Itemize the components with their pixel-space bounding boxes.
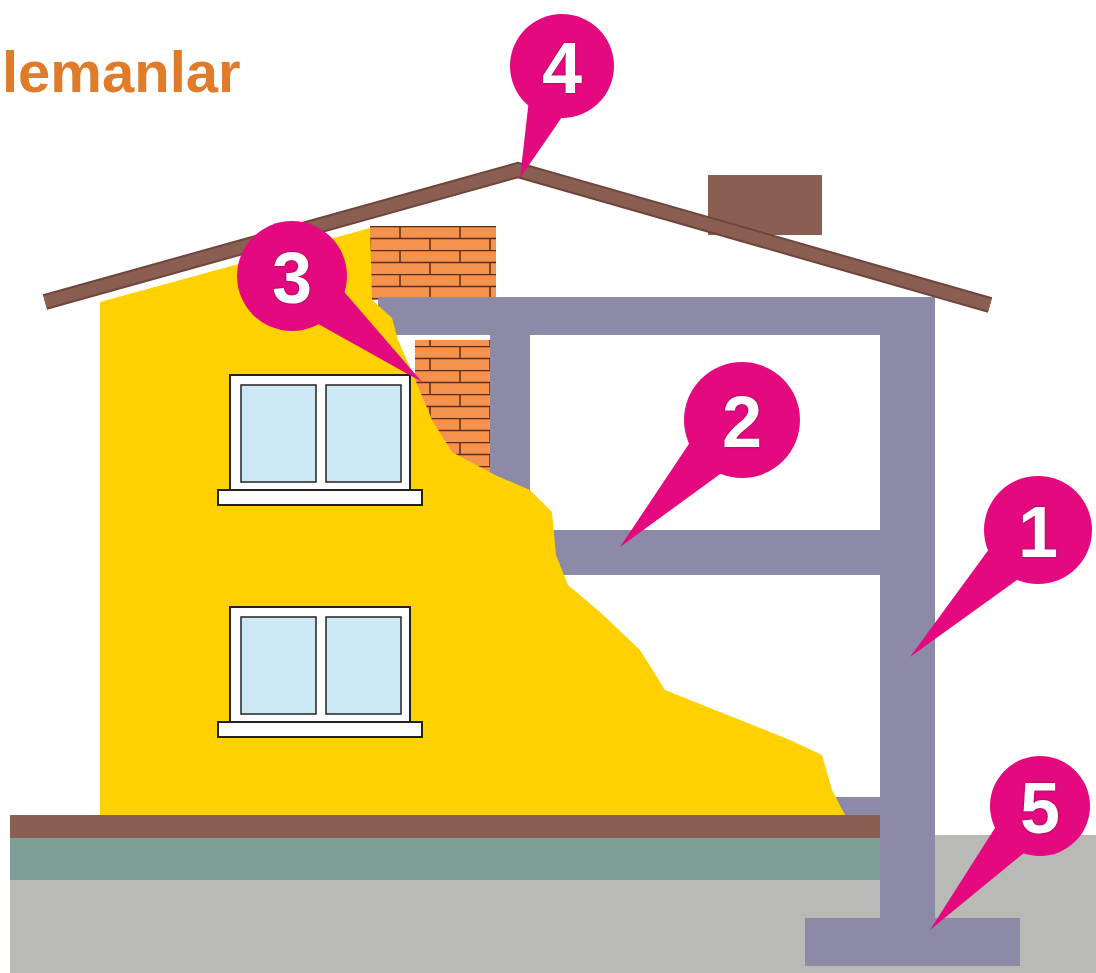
brick-wall	[370, 226, 496, 300]
callout-bubble	[237, 221, 347, 331]
callout-number: 3	[272, 242, 312, 314]
window	[218, 607, 422, 737]
callout-number: 5	[1020, 772, 1060, 844]
callout-bubble	[684, 362, 800, 478]
callout-bubble	[984, 476, 1092, 584]
callout-number: 2	[722, 386, 762, 458]
callout-bubble	[990, 756, 1090, 856]
roof	[45, 170, 990, 305]
ground-layer	[10, 838, 887, 880]
callout-bubble	[510, 14, 614, 118]
ground-slab	[10, 815, 887, 838]
callout-number: 1	[1018, 496, 1058, 568]
title: lemanlar	[2, 38, 241, 105]
callout-number: 4	[542, 32, 582, 104]
roof	[45, 170, 990, 305]
plaster-wall	[100, 228, 845, 815]
window	[218, 375, 422, 505]
